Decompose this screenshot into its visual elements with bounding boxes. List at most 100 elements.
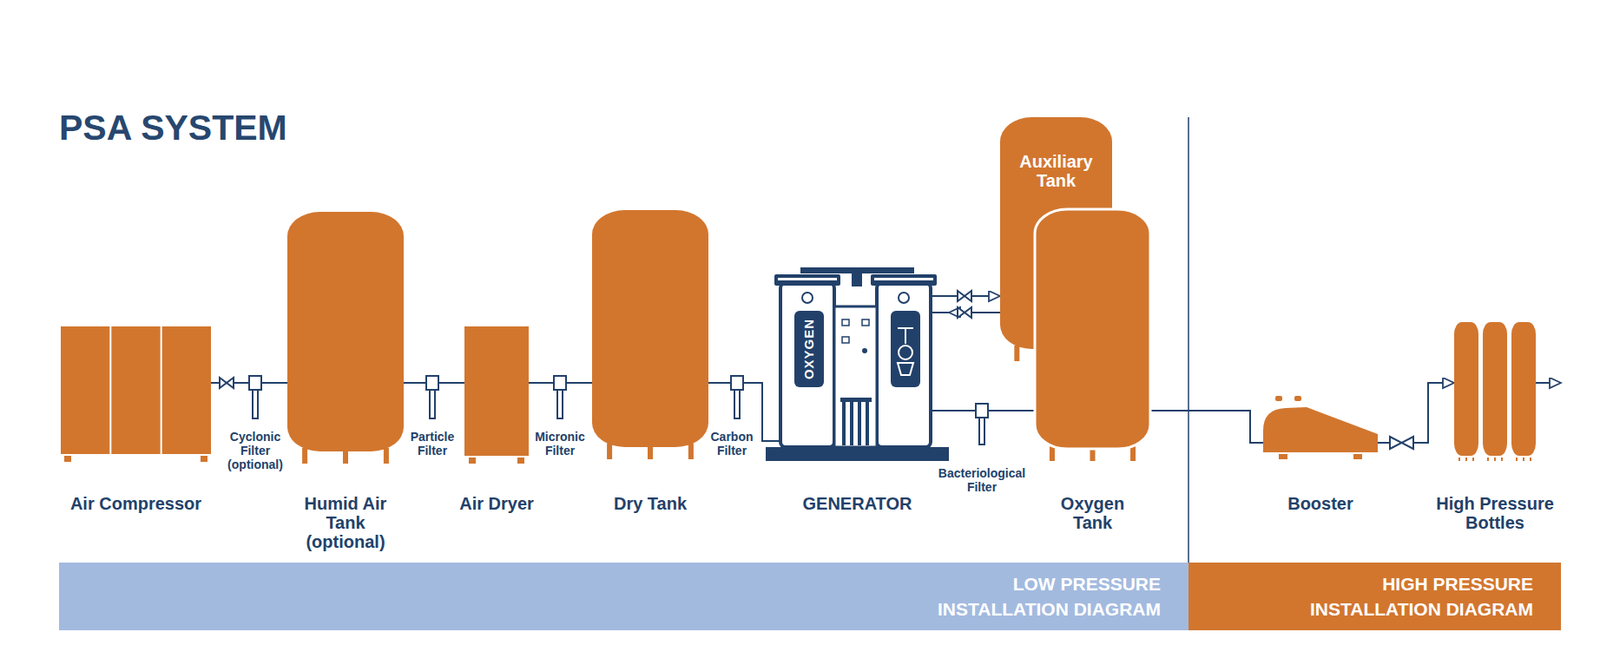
tubing xyxy=(857,401,862,446)
pipe-connector xyxy=(948,295,1001,297)
pipe-connector xyxy=(948,311,1001,314)
filter-body xyxy=(553,375,567,390)
tower-panel xyxy=(794,310,824,388)
filter-label: Particle Filter xyxy=(410,429,455,458)
gas-bottle xyxy=(1482,322,1508,456)
high-pressure-bottles-shape xyxy=(1454,322,1536,456)
foot xyxy=(64,455,72,462)
panel-icon xyxy=(897,328,914,376)
filter-bowl xyxy=(734,389,740,419)
node-label: LOW PRESSURE INSTALLATION DIAGRAM xyxy=(904,571,1161,622)
tubing xyxy=(865,401,870,446)
tower-cap xyxy=(774,274,841,286)
tower-panel xyxy=(890,310,921,388)
air-dryer: Air Dryer xyxy=(464,326,529,456)
valve-symbol xyxy=(957,290,972,302)
tank-body xyxy=(1034,209,1151,449)
oxygen-tank-shape xyxy=(1034,209,1151,449)
filter-label: Micronic Filter xyxy=(534,429,586,458)
cap-stripe xyxy=(777,277,837,281)
filter-label: Bacteriological Filter xyxy=(938,466,1026,494)
pipe-connector xyxy=(948,409,1035,412)
air-dryer-shape xyxy=(464,326,529,456)
node-label: GENERATOR xyxy=(803,493,913,514)
tank-leg xyxy=(1013,345,1020,362)
tank-leg xyxy=(606,443,613,460)
adsorber-tower xyxy=(876,283,931,448)
outlet-arrow xyxy=(1535,381,1561,384)
adsorber-tower xyxy=(780,283,835,448)
tank-body xyxy=(592,210,709,448)
pipe-connector xyxy=(1377,382,1455,443)
pressure-gauge xyxy=(898,292,909,303)
oxygen-generator: GENERATOROXYGEN xyxy=(765,267,949,461)
filter-body xyxy=(975,403,988,418)
node-label: Air Dryer xyxy=(459,493,534,514)
filter-body xyxy=(730,375,744,390)
booster-knob xyxy=(1294,395,1302,402)
panel-icon xyxy=(898,345,913,360)
filter-label: Carbon Filter xyxy=(711,429,754,458)
foot xyxy=(517,457,525,464)
filter-bowl xyxy=(252,389,258,419)
oxygen-generator-shape xyxy=(765,267,949,461)
filter-bowl xyxy=(979,417,985,445)
tank-body xyxy=(287,211,404,452)
bottle-foot xyxy=(1487,457,1489,461)
bottle-foot xyxy=(1458,457,1461,461)
dry-tank-shape xyxy=(592,210,709,448)
diagram-title: PSA SYSTEM xyxy=(59,107,288,149)
node-label: High Pressure Bottles xyxy=(1421,493,1569,533)
tubing xyxy=(842,401,846,446)
bottle-foot xyxy=(1515,457,1518,461)
dry-tank: Dry Tank xyxy=(592,210,709,448)
filter-body xyxy=(249,375,262,390)
dryer-body xyxy=(464,326,529,456)
cap-stripe xyxy=(874,277,934,281)
high-pressure-bottles: High Pressure Bottles xyxy=(1454,322,1536,456)
tower-cap xyxy=(870,274,937,286)
pipe-connector xyxy=(1150,410,1264,443)
pressure-band: HIGH PRESSURE INSTALLATION DIAGRAM xyxy=(1188,562,1561,631)
bottle-foot xyxy=(1465,457,1468,461)
base-plate xyxy=(765,447,949,461)
generator-illustration xyxy=(765,267,949,461)
foot xyxy=(1278,454,1288,460)
humid-air-tank-shape xyxy=(287,211,404,452)
node-label: HIGH PRESSURE INSTALLATION DIAGRAM xyxy=(1275,571,1534,622)
humid-air-tank: Humid Air Tank (optional) xyxy=(287,211,404,452)
compressor-unit xyxy=(111,326,160,455)
bottle-foot xyxy=(1529,457,1532,461)
control-light xyxy=(862,319,870,326)
control-knob xyxy=(862,348,868,354)
manifold-pipe xyxy=(851,267,863,287)
tubing xyxy=(849,401,854,446)
compressor-unit xyxy=(162,326,211,455)
node-label: Booster xyxy=(1287,493,1354,514)
node-label: Dry Tank xyxy=(613,493,687,514)
tank-leg xyxy=(688,443,694,460)
control-box xyxy=(834,306,877,448)
tank-leg xyxy=(383,447,389,464)
bottle-foot xyxy=(1522,457,1525,461)
bottle-foot xyxy=(1472,457,1475,461)
filter-label: Cyclonic Filter (optional) xyxy=(227,429,284,472)
filter-bowl xyxy=(557,389,563,419)
tank-leg xyxy=(302,447,308,464)
pressure-gauge xyxy=(802,292,813,303)
booster-shape xyxy=(1263,395,1378,453)
node-label: Oxygen Tank xyxy=(1060,493,1125,533)
node-label: Air Compressor xyxy=(70,493,202,514)
node-label: Humid Air Tank (optional) xyxy=(291,493,400,552)
air-compressor-shape xyxy=(60,326,211,455)
filter-bowl xyxy=(429,389,435,419)
booster: Booster xyxy=(1263,395,1378,453)
air-compressor: Air Compressor xyxy=(60,326,211,455)
valve-symbol xyxy=(219,377,234,389)
pipe-stub xyxy=(930,295,949,297)
compressor-unit xyxy=(60,326,110,455)
gas-bottle xyxy=(1454,322,1479,456)
valve-symbol xyxy=(1389,436,1414,449)
pipe-stub xyxy=(930,409,949,412)
